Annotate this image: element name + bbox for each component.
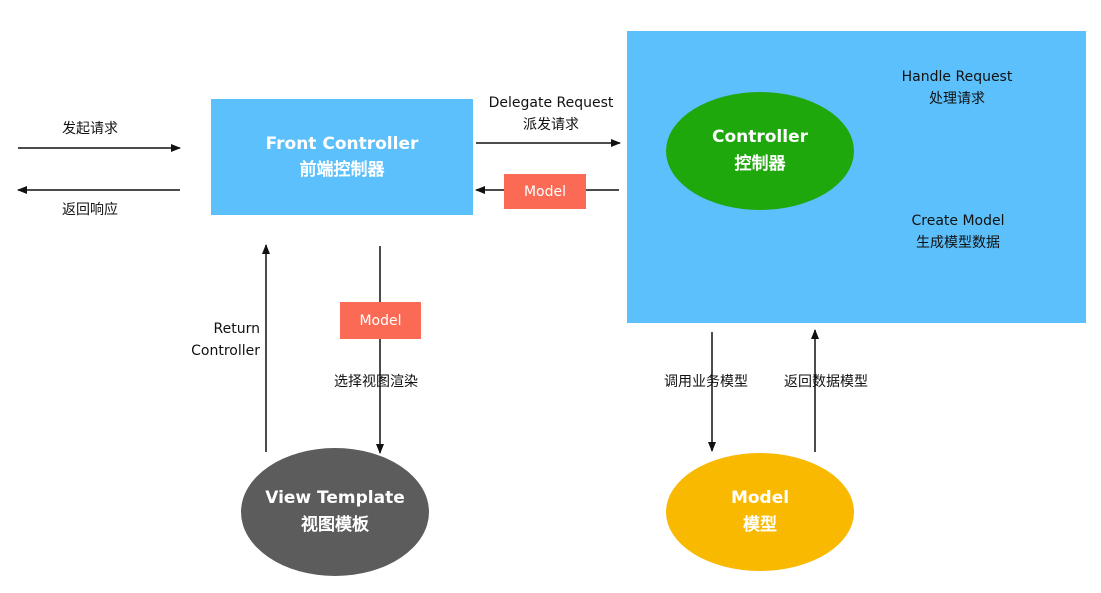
controller-node: Controller 控制器 <box>666 92 854 210</box>
front-controller-subtitle: 前端控制器 <box>299 160 385 180</box>
request-label: 发起请求 <box>62 121 118 137</box>
create-model-line1: Create Model <box>911 213 1005 229</box>
return-data-model-label: 返回数据模型 <box>784 374 868 390</box>
response-label: 返回响应 <box>62 202 118 218</box>
model-title: Model <box>730 488 790 508</box>
delegate-label: Delegate Request 派发请求 <box>478 92 624 136</box>
controller-title: Controller <box>711 127 808 147</box>
call-business-label: 调用业务模型 <box>664 374 748 390</box>
delegate-label-line1: Delegate Request <box>488 95 614 111</box>
view-template-subtitle: 视图模板 <box>301 515 369 535</box>
model-node: Model 模型 <box>666 453 854 571</box>
handle-request-line2: 处理请求 <box>929 91 985 107</box>
delegate-label-line2: 派发请求 <box>523 117 579 133</box>
model-tag-down: Model <box>340 302 421 339</box>
return-controller-line2: Controller <box>191 343 260 359</box>
return-controller-line1: Return <box>213 321 260 337</box>
front-controller-node: Front Controller 前端控制器 <box>211 99 473 215</box>
handle-request-label: Handle Request 处理请求 <box>885 66 1029 110</box>
return-controller-label: Return Controller <box>160 318 260 362</box>
create-model-label: Create Model 生成模型数据 <box>886 210 1030 254</box>
front-controller-title: Front Controller <box>265 134 419 154</box>
select-view-label: 选择视图渲染 <box>334 374 418 390</box>
controller-subtitle: 控制器 <box>734 154 786 174</box>
view-template-title: View Template <box>265 488 405 508</box>
model-tag-right: Model <box>504 174 586 209</box>
model-subtitle: 模型 <box>743 515 777 535</box>
handle-request-line1: Handle Request <box>901 69 1013 85</box>
create-model-line2: 生成模型数据 <box>916 235 1000 251</box>
view-template-node: View Template 视图模板 <box>241 448 429 576</box>
